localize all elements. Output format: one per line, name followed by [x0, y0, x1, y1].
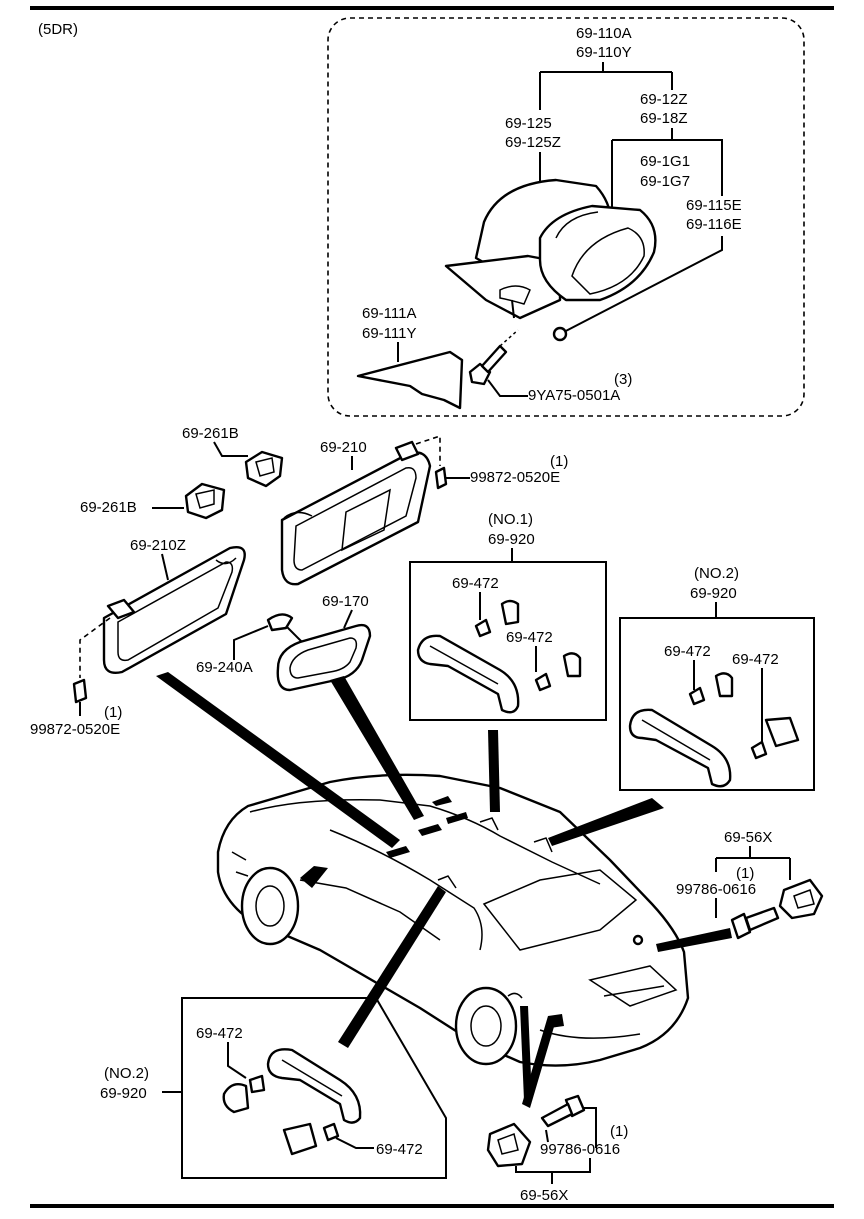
visor-screw-left: [72, 678, 88, 704]
label-69-920-no2-bottom: 69-920: [100, 1085, 147, 1102]
label-69-920-no2-right: 69-920: [690, 585, 737, 602]
label-69-472-no1-a: 69-472: [452, 575, 499, 592]
callout-bracket-56x-bottom: [515, 1158, 591, 1184]
label-no2-right: (NO.2): [694, 565, 739, 582]
label-69-1g1: 69-1G1: [640, 153, 690, 170]
label-69-240a: 69-240A: [196, 659, 253, 676]
label-69-472-no2b-b: 69-472: [376, 1141, 423, 1158]
label-qty-1-left: (1): [104, 704, 122, 721]
label-69-125: 69-125: [505, 115, 552, 132]
mirror-bolt: [468, 329, 519, 386]
label-69-472-no2r-b: 69-472: [732, 651, 779, 668]
striker-right: [730, 878, 824, 940]
label-69-170: 69-170: [322, 593, 369, 610]
grip-box-no2-right: [619, 617, 815, 791]
label-69-210: 69-210: [320, 439, 367, 456]
label-69-261b-top: 69-261B: [182, 425, 239, 442]
visor-clip-left: [184, 482, 226, 520]
label-qty-3: (3): [614, 371, 632, 388]
label-69-210z: 69-210Z: [130, 537, 186, 554]
callout-bracket-56x-right: [715, 846, 791, 880]
indicator-bands: [156, 672, 732, 1108]
label-69-115e: 69-115E: [686, 197, 742, 214]
sun-visor-left: [102, 546, 246, 674]
striker-bottom: [486, 1094, 586, 1168]
grip-box-no2-bottom: [181, 997, 447, 1179]
label-69-261b-left: 69-261B: [80, 499, 137, 516]
variant-label: (5DR): [38, 21, 78, 38]
callout-leader-visor-left: [161, 553, 169, 581]
callout-leader-mirror-mount: [233, 625, 269, 660]
label-qty-1-56x-bottom: (1): [610, 1123, 628, 1140]
label-9ya75-0501a: 9YA75-0501A: [528, 387, 620, 404]
assist-grip-no1: [416, 599, 582, 714]
label-69-472-no2b-a: 69-472: [196, 1025, 243, 1042]
label-99872-0520e-right: 99872-0520E: [470, 469, 560, 486]
label-69-125z: 69-125Z: [505, 134, 561, 151]
callout-leader-472-no2b-a: [227, 1042, 247, 1079]
car-body: [216, 773, 690, 1067]
mirror-cover-part: [356, 350, 464, 410]
label-69-56x-right: 69-56X: [724, 829, 772, 846]
label-69-110a: 69-110A: [576, 25, 632, 42]
callout-leaders-mirror: [539, 128, 723, 335]
callout-leader-clip-top: [213, 441, 248, 457]
label-69-56x-bottom: 69-56X: [520, 1187, 568, 1204]
callout-bracket-mirror: [539, 62, 673, 110]
callout-leader-472-no2b-b: [335, 1137, 374, 1149]
label-69-1g7: 69-1G7: [640, 173, 690, 190]
visor-screw-right: [434, 466, 448, 490]
label-qty-1-56x-right: (1): [736, 865, 754, 882]
label-69-18z: 69-18Z: [640, 110, 688, 127]
grip-locations: [437, 817, 553, 889]
callout-leader-bolt: [487, 379, 528, 397]
grip-box-no1: [409, 561, 607, 721]
label-qty-1-right: (1): [550, 453, 568, 470]
room-mirror: [266, 613, 372, 692]
mirror-assembly: [444, 178, 657, 342]
label-69-111a: 69-111A: [362, 305, 417, 322]
label-69-110y: 69-110Y: [576, 44, 632, 61]
label-69-920-no1: 69-920: [488, 531, 535, 548]
label-no2-bottom: (NO.2): [104, 1065, 149, 1082]
label-69-116e: 69-116E: [686, 216, 742, 233]
assist-grip-no2-bottom: [222, 1048, 362, 1156]
visor-clip-top: [244, 450, 284, 488]
visor-screw-guide: [415, 434, 441, 466]
label-no1: (NO.1): [488, 511, 533, 528]
assist-grip-no2-right: [628, 672, 800, 788]
label-69-472-no1-b: 69-472: [506, 629, 553, 646]
label-99872-0520e-left: 99872-0520E: [30, 721, 120, 738]
label-99786-0616-right: 99786-0616: [676, 881, 756, 898]
label-69-111y: 69-111Y: [362, 325, 417, 342]
label-69-472-no2r-a: 69-472: [664, 643, 711, 660]
callout-leader-bolt-bottom: [545, 1107, 597, 1148]
callout-leader-room-mirror: [343, 609, 353, 629]
mirror-detail-box: [327, 17, 805, 417]
visor-screw-guide-left: [79, 617, 111, 678]
sun-visor-right: [280, 440, 432, 586]
label-69-12z: 69-12Z: [640, 91, 688, 108]
label-99786-0616-bottom: 99786-0616: [540, 1141, 620, 1158]
